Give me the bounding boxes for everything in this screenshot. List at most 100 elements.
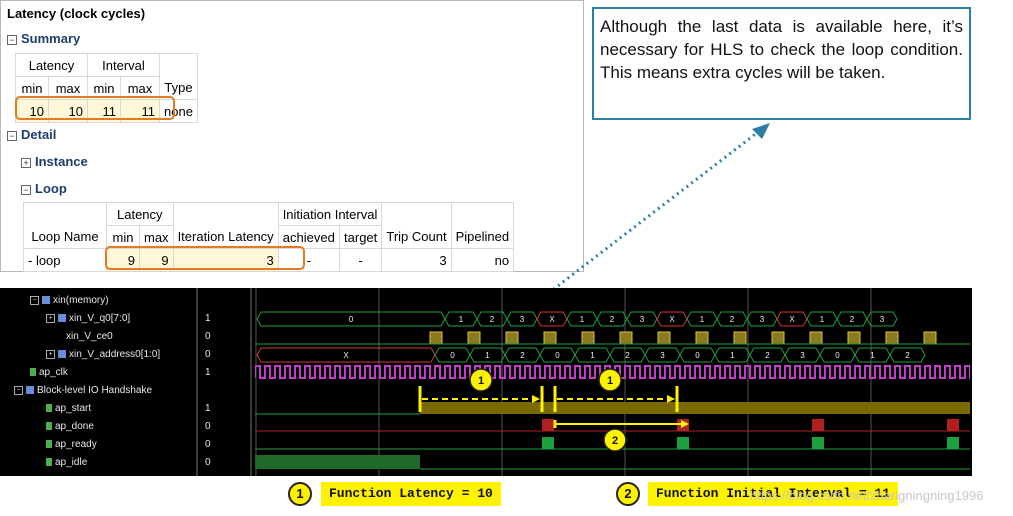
bus-icon xyxy=(58,314,66,323)
q0-label-2: 2 xyxy=(490,315,495,324)
loop-val-target: - xyxy=(338,248,383,272)
q0-bus-seg-4 xyxy=(536,311,568,327)
loop-table: Latency Initiation Interval Loop Name mi… xyxy=(23,202,515,272)
signal-row-address0[interactable]: +xin_V_address0[1:0] xyxy=(46,346,160,364)
report-title: Latency (clock cycles) xyxy=(7,6,146,21)
summary-val-type: none xyxy=(159,99,198,123)
q0-bus-seg-15 xyxy=(866,311,898,327)
legend-marker-1: 1 xyxy=(288,482,312,506)
detail-section-toggle[interactable]: −Detail xyxy=(7,127,56,142)
q0-label-0: 0 xyxy=(349,315,354,324)
q0-label-11: 3 xyxy=(760,315,765,324)
ce0-pulse-10 xyxy=(809,331,823,345)
ce0-pulse-7 xyxy=(695,331,709,345)
ce0-pulse-2 xyxy=(505,331,519,345)
q0-label-8: X xyxy=(669,315,675,324)
loop-label: Loop xyxy=(35,181,67,196)
q0-label-3: 3 xyxy=(520,315,525,324)
q0-label-12: X xyxy=(789,315,795,324)
q0-bus-seg-3 xyxy=(506,311,538,327)
marker-1a-text: 1 xyxy=(478,375,484,387)
value-ap-ready: 0 xyxy=(205,439,211,450)
instance-label: Instance xyxy=(35,154,88,169)
signal-row-ap-ready[interactable]: ap_ready xyxy=(46,436,97,454)
waveform-viewer[interactable]: −xin(memory) +xin_V_q0[7:0] xin_V_ce0 +x… xyxy=(0,288,972,476)
loop-highlight-box xyxy=(105,246,305,270)
addr-bus-seg-12 xyxy=(819,347,856,363)
addr-label-3: 2 xyxy=(520,351,525,360)
ap-done-pulse-3 xyxy=(947,419,959,431)
signal-row-q0[interactable]: +xin_V_q0[7:0] xyxy=(46,310,130,328)
addr-bus-seg-6 xyxy=(609,347,646,363)
addr-bus-seg-1 xyxy=(434,347,471,363)
q0-bus-seg-1 xyxy=(444,311,478,327)
signal-row-ce0[interactable]: xin_V_ce0 xyxy=(66,331,113,342)
group-icon xyxy=(26,386,34,395)
q0-label-15: 3 xyxy=(880,315,885,324)
signal-row-handshake[interactable]: −Block-level IO Handshake xyxy=(14,382,152,400)
addr-label-1: 0 xyxy=(450,351,455,360)
legend-function-latency: Function Latency = 10 xyxy=(321,482,501,506)
ce0-pulse-12 xyxy=(885,331,899,345)
loop-val-name: - loop xyxy=(23,248,107,272)
q0-bus-seg-11 xyxy=(746,311,778,327)
instance-section-toggle[interactable]: +Instance xyxy=(21,154,88,169)
expand-icon: + xyxy=(46,313,55,323)
ce0-pulse-6 xyxy=(657,331,671,345)
q0-bus-seg-5 xyxy=(566,311,598,327)
ce0-pulse-0 xyxy=(429,331,443,345)
collapse-icon: − xyxy=(30,295,39,305)
ce0-pulse-9 xyxy=(771,331,785,345)
q0-label-6: 2 xyxy=(610,315,615,324)
ce0-pulse-8 xyxy=(733,331,747,345)
collapse-icon: − xyxy=(7,34,17,45)
addr-bus-seg-0 xyxy=(256,347,436,363)
addr-label-11: 3 xyxy=(800,351,805,360)
addr-bus-seg-8 xyxy=(679,347,716,363)
summary-group-interval: Interval xyxy=(87,53,160,77)
signal-icon xyxy=(46,404,52,413)
marker-1a-circle xyxy=(469,368,493,392)
signal-icon xyxy=(30,368,36,377)
summary-group-latency: Latency xyxy=(15,53,88,77)
value-address0: 0 xyxy=(205,349,211,360)
signal-row-xin[interactable]: −xin(memory) xyxy=(30,292,109,310)
addr-label-4: 0 xyxy=(555,351,560,360)
callout-pointer-arrow xyxy=(519,123,770,317)
signal-icon xyxy=(46,422,52,431)
q0-bus-seg-8 xyxy=(656,311,688,327)
addr-label-2: 1 xyxy=(485,351,490,360)
summary-section-toggle[interactable]: −Summary xyxy=(7,31,80,46)
addr-label-13: 1 xyxy=(870,351,875,360)
loop-val-pipelined: no xyxy=(450,248,515,272)
marker-2-text: 2 xyxy=(612,435,618,447)
signal-row-ap-start[interactable]: ap_start xyxy=(46,400,91,418)
signal-row-ap-done[interactable]: ap_done xyxy=(46,418,94,436)
ce0-pulse-3 xyxy=(543,331,557,345)
q0-bus-seg-9 xyxy=(686,311,718,327)
q0-label-9: 1 xyxy=(700,315,705,324)
ap-ready-pulse-0 xyxy=(542,437,554,449)
addr-label-8: 0 xyxy=(695,351,700,360)
addr-bus-seg-5 xyxy=(574,347,611,363)
addr-bus-seg-10 xyxy=(749,347,786,363)
collapse-icon: − xyxy=(7,130,17,141)
addr-label-10: 2 xyxy=(765,351,770,360)
value-q0: 1 xyxy=(205,313,211,324)
q0-bus-seg-10 xyxy=(716,311,748,327)
q0-bus-seg-12 xyxy=(776,311,808,327)
q0-bus-seg-0 xyxy=(256,311,446,327)
latency-arrow-1-head xyxy=(532,395,540,403)
loop-col-pipelined: Pipelined xyxy=(450,225,515,249)
marker-2-circle xyxy=(603,428,627,452)
q0-label-1: 1 xyxy=(459,315,464,324)
signal-row-ap-clk[interactable]: ap_clk xyxy=(30,364,68,382)
value-ap-start: 1 xyxy=(205,403,211,414)
signal-row-ap-idle[interactable]: ap_idle xyxy=(46,454,87,472)
addr-label-7: 3 xyxy=(660,351,665,360)
ce0-pulse-11 xyxy=(847,331,861,345)
loop-section-toggle[interactable]: −Loop xyxy=(21,181,67,196)
marker-1b-circle xyxy=(598,368,622,392)
ap-ready-pulse-1 xyxy=(677,437,689,449)
